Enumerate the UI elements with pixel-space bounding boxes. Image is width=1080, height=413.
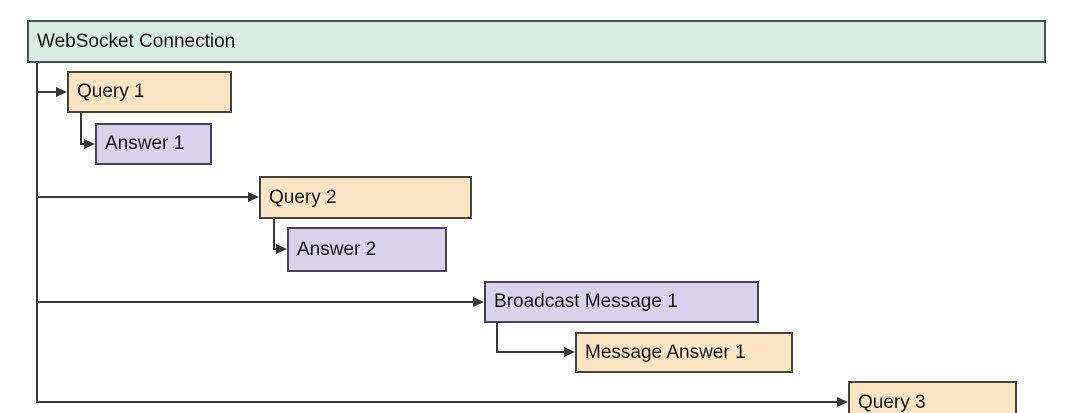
node-answer-1: Answer 1 [95,123,212,165]
answer-2-label: Answer 2 [297,238,377,260]
query-2-label: Query 2 [269,186,337,208]
arrowhead-to-query-1 [56,87,67,97]
connector-query2-answer2-vertical [273,219,275,250]
query-3-label: Query 3 [858,392,926,413]
connector-query1-answer1-vertical [80,113,82,145]
connector-query2-answer2-horizontal [273,248,276,250]
message-answer-1-label: Message Answer 1 [585,341,746,363]
arrowhead-to-broadcast-message-1 [473,297,484,307]
connector-broadcast-msganswer-horizontal [496,351,564,353]
arrowhead-to-answer-2 [276,244,287,254]
arrowhead-to-answer-1 [84,139,95,149]
answer-1-label: Answer 1 [105,133,185,154]
arrowhead-to-query-3 [837,397,848,407]
node-broadcast-message-1: Broadcast Message 1 [484,281,759,323]
query-1-label: Query 1 [77,81,145,102]
connector-broadcast-msganswer-vertical [496,323,498,353]
arrow-line-to-query-2 [36,196,248,198]
arrow-line-to-broadcast-message-1 [36,301,473,303]
arrow-line-to-query-1 [36,91,56,93]
connector-query1-answer1-horizontal [80,143,84,145]
broadcast-message-1-label: Broadcast Message 1 [494,291,678,312]
websocket-connection-label: WebSocket Connection [37,30,236,52]
arrow-line-to-query-3 [36,401,837,403]
node-query-3: Query 3 [848,381,1017,413]
arrowhead-to-message-answer-1 [564,347,575,357]
node-query-2: Query 2 [259,176,472,219]
node-answer-2: Answer 2 [287,227,447,272]
spine-line [36,63,38,403]
node-websocket-connection: WebSocket Connection [27,20,1046,63]
arrowhead-to-query-2 [248,192,259,202]
node-message-answer-1: Message Answer 1 [575,332,793,373]
node-query-1: Query 1 [67,71,232,113]
